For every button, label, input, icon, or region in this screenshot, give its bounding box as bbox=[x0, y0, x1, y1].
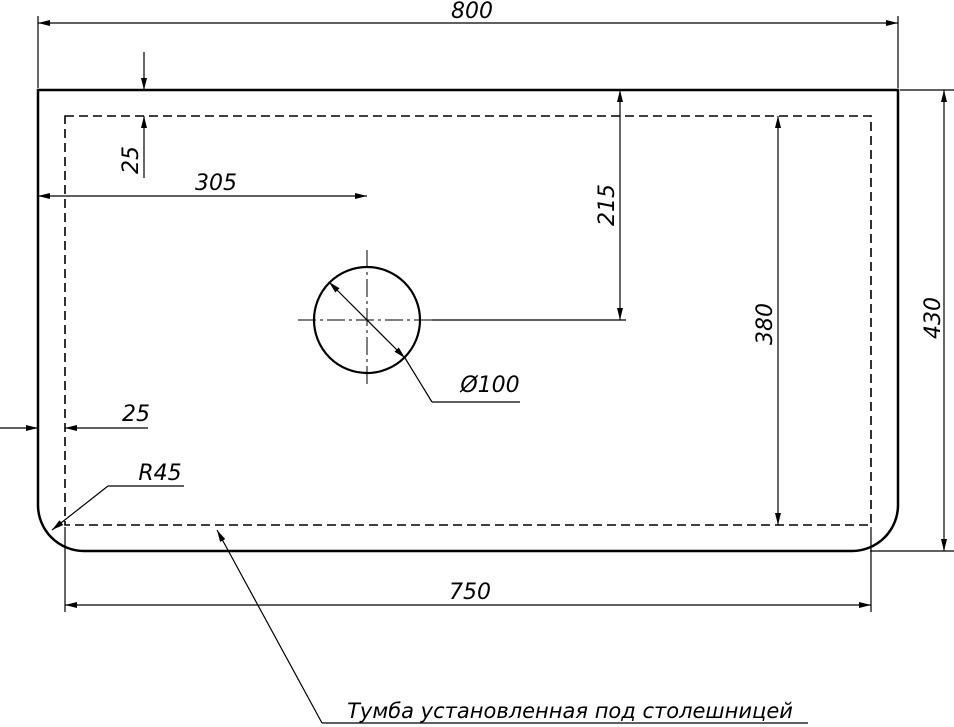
countertop-outline bbox=[36, 88, 900, 553]
dim-overall-height bbox=[870, 89, 954, 552]
dim-hole-diameter bbox=[328, 281, 520, 403]
dim-inner-height-label: 380 bbox=[753, 303, 778, 345]
dim-offset-top-label: 25 bbox=[119, 146, 144, 174]
dim-inner-width-label: 750 bbox=[449, 580, 491, 605]
dim-hole-y bbox=[432, 90, 626, 321]
note-leader bbox=[216, 529, 808, 724]
dim-inner-width bbox=[64, 527, 872, 612]
dim-offset-left-label: 25 bbox=[122, 402, 150, 427]
dim-overall-width-label: 800 bbox=[451, 0, 493, 24]
dim-hole-diameter-label: Ø100 bbox=[459, 373, 519, 398]
dim-hole-x-label: 305 bbox=[195, 171, 237, 196]
note-label: Тумба установленная под столешницей bbox=[347, 699, 793, 723]
dim-hole-y-label: 215 bbox=[595, 184, 620, 226]
cabinet-outline bbox=[64, 115, 872, 526]
hole-centerlines bbox=[298, 250, 432, 388]
dim-overall-width bbox=[37, 16, 899, 88]
dim-overall-height-label: 430 bbox=[921, 297, 946, 339]
dim-corner-radius-label: R45 bbox=[138, 461, 181, 486]
dim-corner-radius bbox=[51, 485, 184, 531]
